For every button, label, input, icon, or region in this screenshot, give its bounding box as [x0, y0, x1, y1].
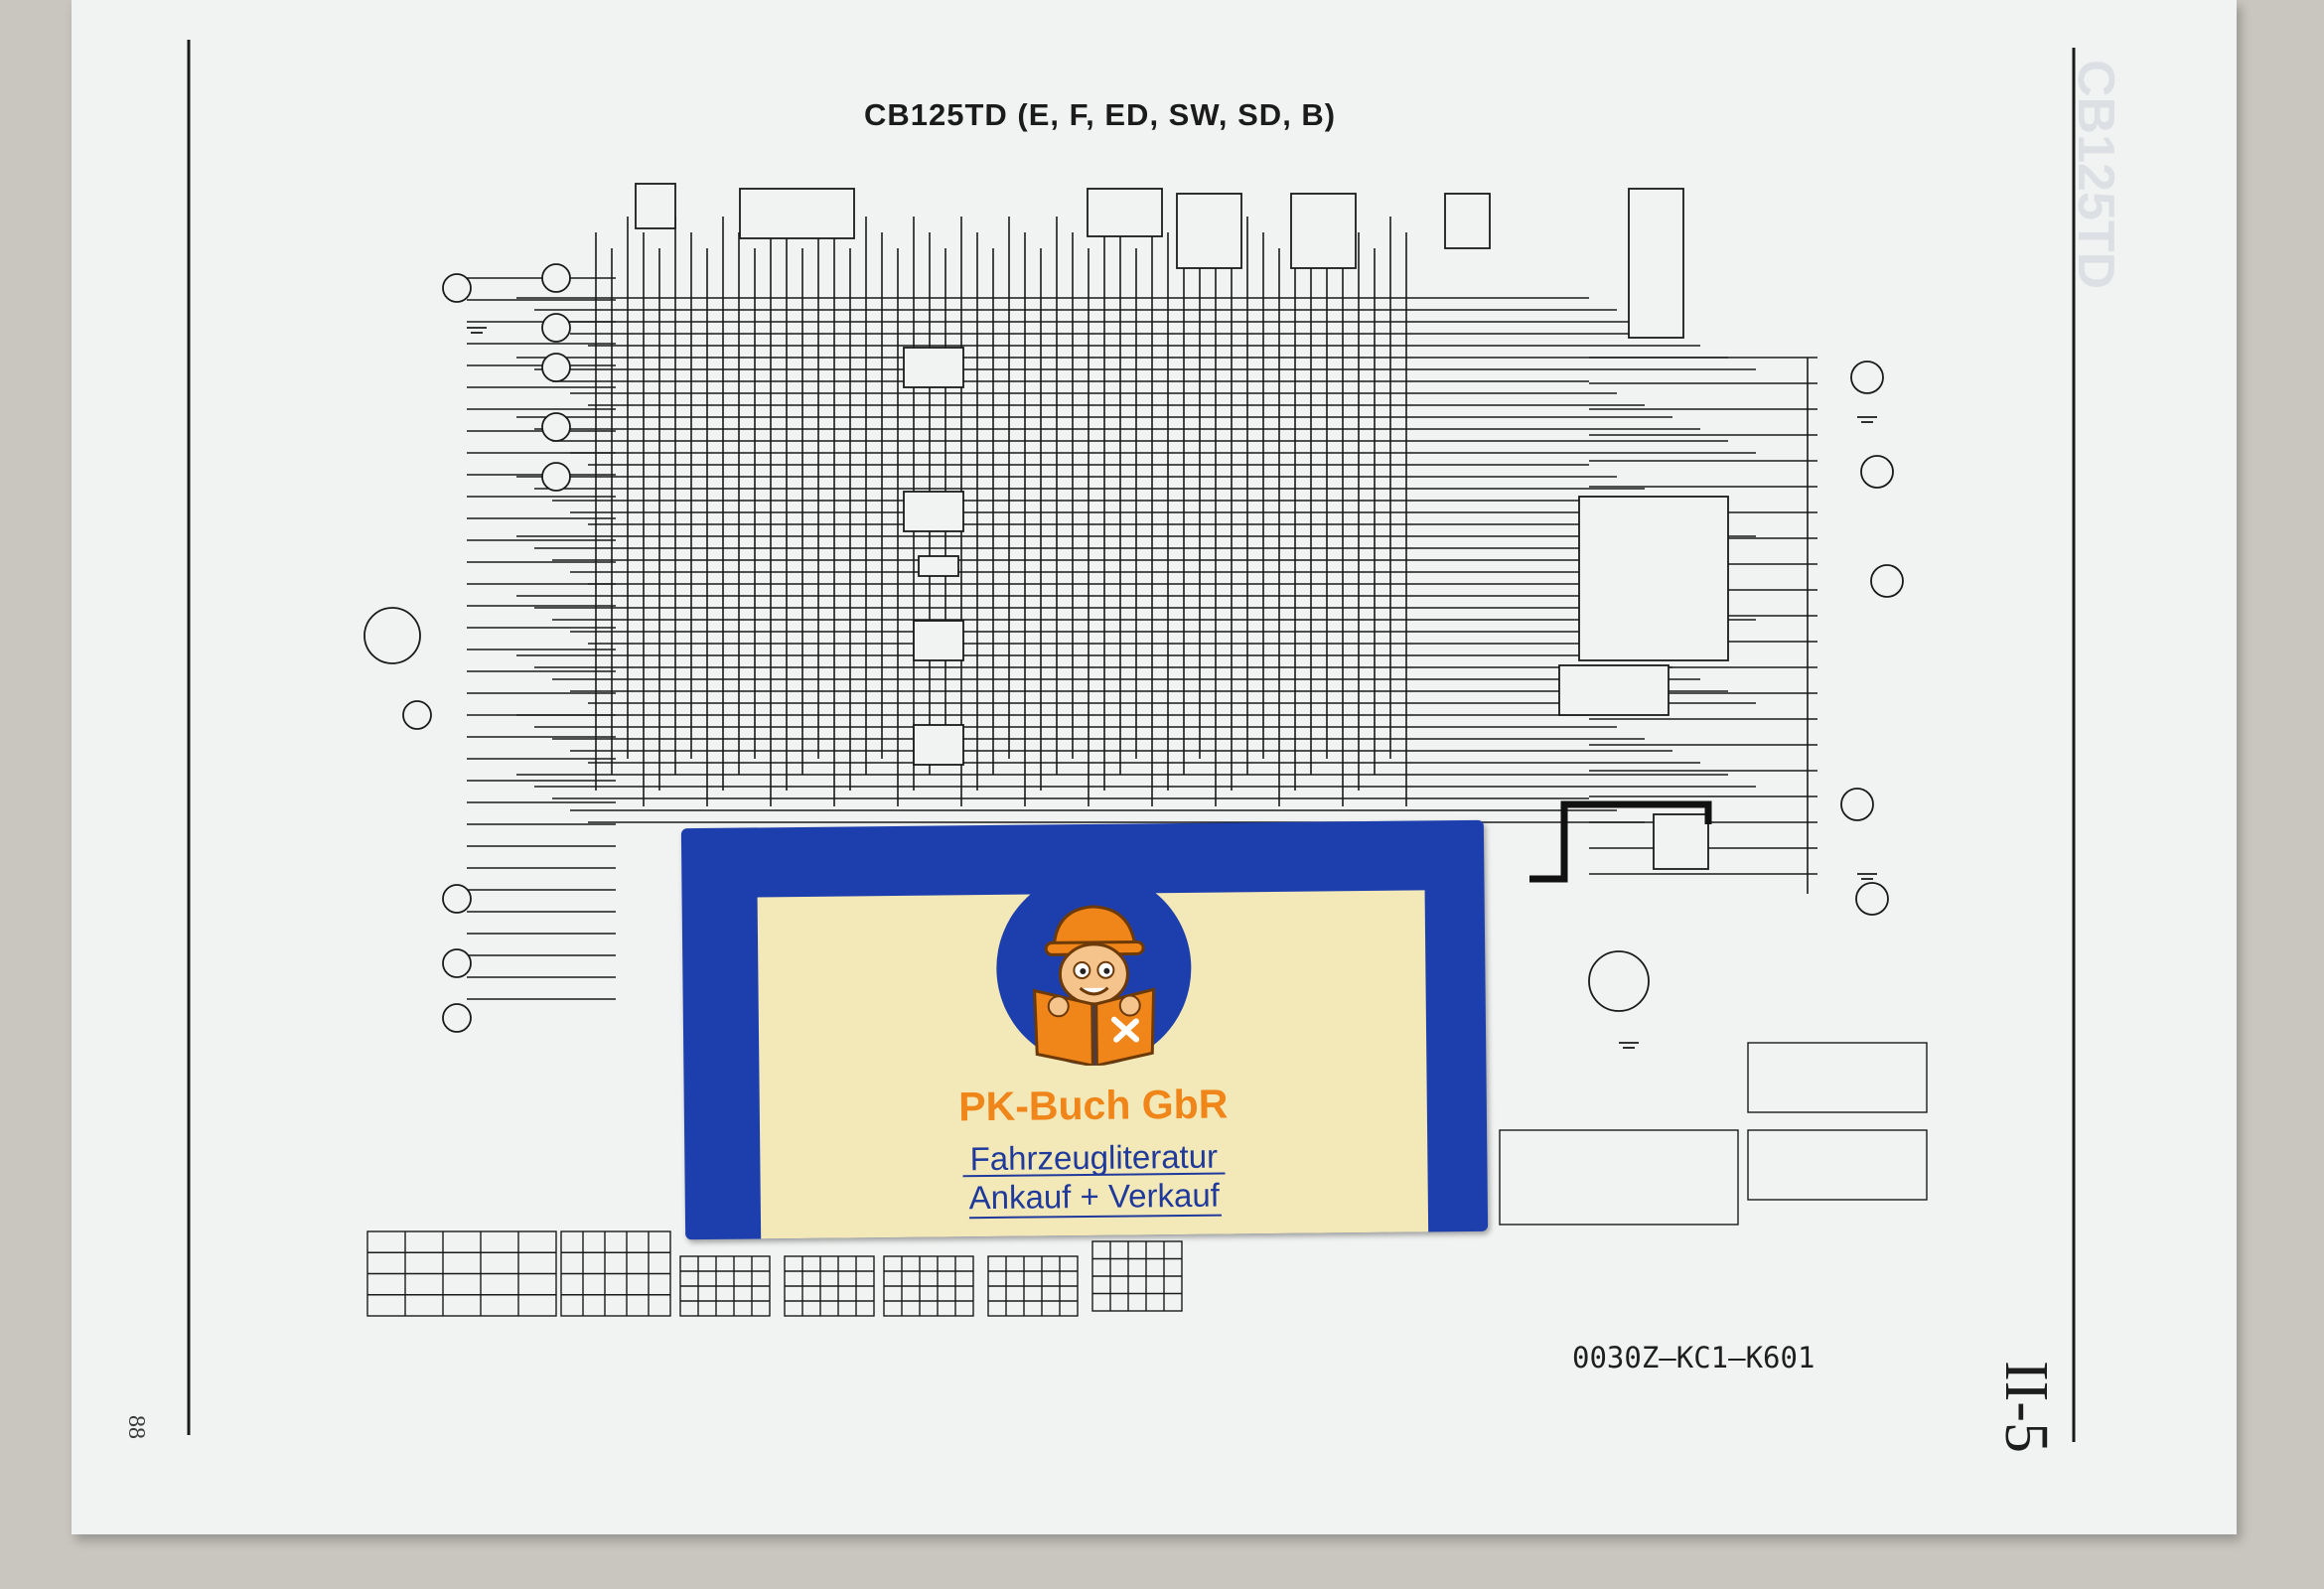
manual-page [72, 0, 2237, 1534]
lamp-symbol [541, 462, 571, 492]
connector-block [1628, 188, 1684, 339]
lamp-symbol [1840, 788, 1874, 821]
switch-continuity-tables [366, 1042, 1928, 1317]
lamp-symbol [1855, 882, 1889, 916]
page-code: II-5 [1992, 1361, 2060, 1453]
connector-block [903, 347, 964, 388]
component-symbols [363, 183, 1904, 1049]
connector-block [1444, 193, 1491, 249]
color-code-table [1747, 1129, 1928, 1201]
lamp-symbol [541, 353, 571, 382]
color-code-table [1499, 1129, 1739, 1226]
sticker-card: PK-Buch GbR Fahrzeugliteratur Ankauf + V… [757, 869, 1429, 1239]
connector-block [1558, 664, 1670, 716]
connector-block [635, 183, 676, 229]
lamp-symbol [541, 412, 571, 442]
connector-block [903, 491, 964, 532]
connector-block [918, 555, 959, 577]
brand-name: PK-Buch GbR [958, 1081, 1229, 1130]
mechanic-reading-book-icon [1033, 905, 1156, 1068]
headlight-symbol [363, 607, 421, 664]
lamp-symbol [1870, 564, 1904, 598]
logo-badge [995, 869, 1193, 1068]
diagram-title: CB125TD (E, F, ED, SW, SD, B) [864, 97, 1337, 132]
part-number: 0030Z–KC1–K601 [1572, 1341, 1816, 1374]
tagline-buy-sell: Ankauf + Verkauf [968, 1176, 1221, 1217]
lamp-symbol [541, 263, 571, 293]
lamp-symbol [402, 700, 432, 730]
color-code-table [1747, 1042, 1928, 1113]
connector-block [1176, 193, 1242, 269]
lamp-symbol [541, 313, 571, 343]
lamp-symbol [1860, 455, 1894, 489]
lamp-symbol [442, 1003, 472, 1033]
connector-block [1578, 496, 1729, 661]
connector-block [1087, 188, 1163, 237]
dealer-sticker: PK-Buch GbR Fahrzeugliteratur Ankauf + V… [680, 819, 1489, 1240]
lamp-symbol [1850, 361, 1884, 394]
connector-block [913, 724, 964, 766]
connector-block [1290, 193, 1357, 269]
connector-block [913, 620, 964, 661]
left-page-number: 88 [123, 1415, 149, 1439]
connector-block [1653, 813, 1709, 870]
starting-motor-symbol [1588, 950, 1650, 1012]
lamp-symbol [442, 948, 472, 978]
lamp-symbol [442, 884, 472, 914]
battery-cable [1529, 800, 1712, 883]
wire-harness [467, 217, 1817, 1000]
lamp-symbol [442, 273, 472, 303]
connector-block [739, 188, 855, 239]
